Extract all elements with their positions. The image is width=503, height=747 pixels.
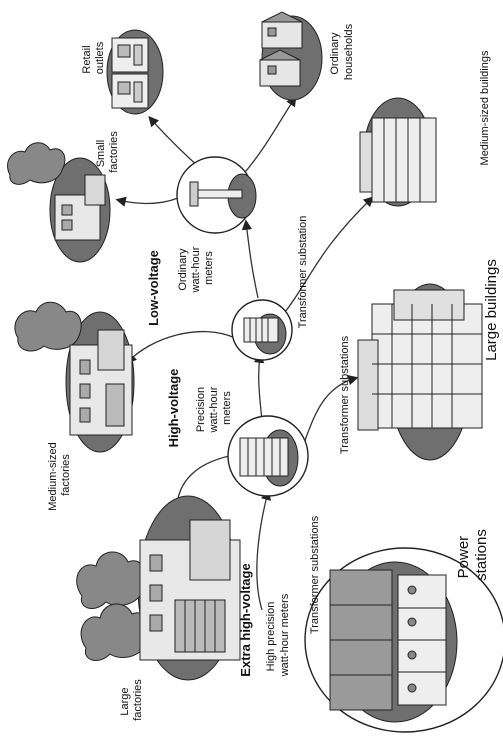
arrow-mv-to-lv-hub [246,222,258,298]
label-transformer-substations-right: Transformer substations [339,335,351,454]
label-ordinary-meters: Ordinary watt-hour meters [177,244,215,294]
label-retail-outlets: Retail outlets [81,41,106,74]
large-buildings-icon [358,284,482,460]
label-high-precision-meters: High precision watt-hour meters [265,593,291,677]
ordinary-households-icon [260,12,322,100]
label-power-stations: Power stations [455,529,490,581]
medium-voltage-meter-hub [232,300,292,360]
label-transformer-substation: Transformer substation [297,216,309,329]
retail-outlets-icon [107,30,163,114]
label-extra-high-voltage: Extra high-voltage [238,563,253,676]
label-precision-meters: Precision watt-hour meters [195,384,233,434]
label-medium-sized-factories: Medium-sized factories [47,439,72,511]
label-large-buildings: Large buildings [483,259,500,361]
arrow-lv-to-households [240,98,295,178]
arrow-mv-to-medium-factories [128,332,235,362]
label-transformer-substations-lower: Transformer substations [309,515,321,634]
arrow-lv-to-retail [150,118,200,168]
medium-sized-buildings-icon [360,98,436,206]
low-voltage-meter-hub [177,157,256,233]
arrow-power-to-hv-hub [257,492,268,610]
medium-sized-factories-icon [15,302,134,452]
label-ordinary-households: Ordinary households [329,23,355,80]
label-large-factories: Large factories [119,679,144,721]
high-voltage-meter-hub [228,416,308,496]
large-factories-icon [77,496,240,680]
label-medium-sized-buildings: Medium-sized buildings [479,50,491,165]
label-low-voltage: Low-voltage [146,250,161,326]
arrow-lv-to-small-factories [118,198,178,204]
label-small-factories: Small factories [95,131,120,173]
arrow-hv-to-mv-hub [259,355,262,420]
label-high-voltage: High-voltage [166,369,181,448]
